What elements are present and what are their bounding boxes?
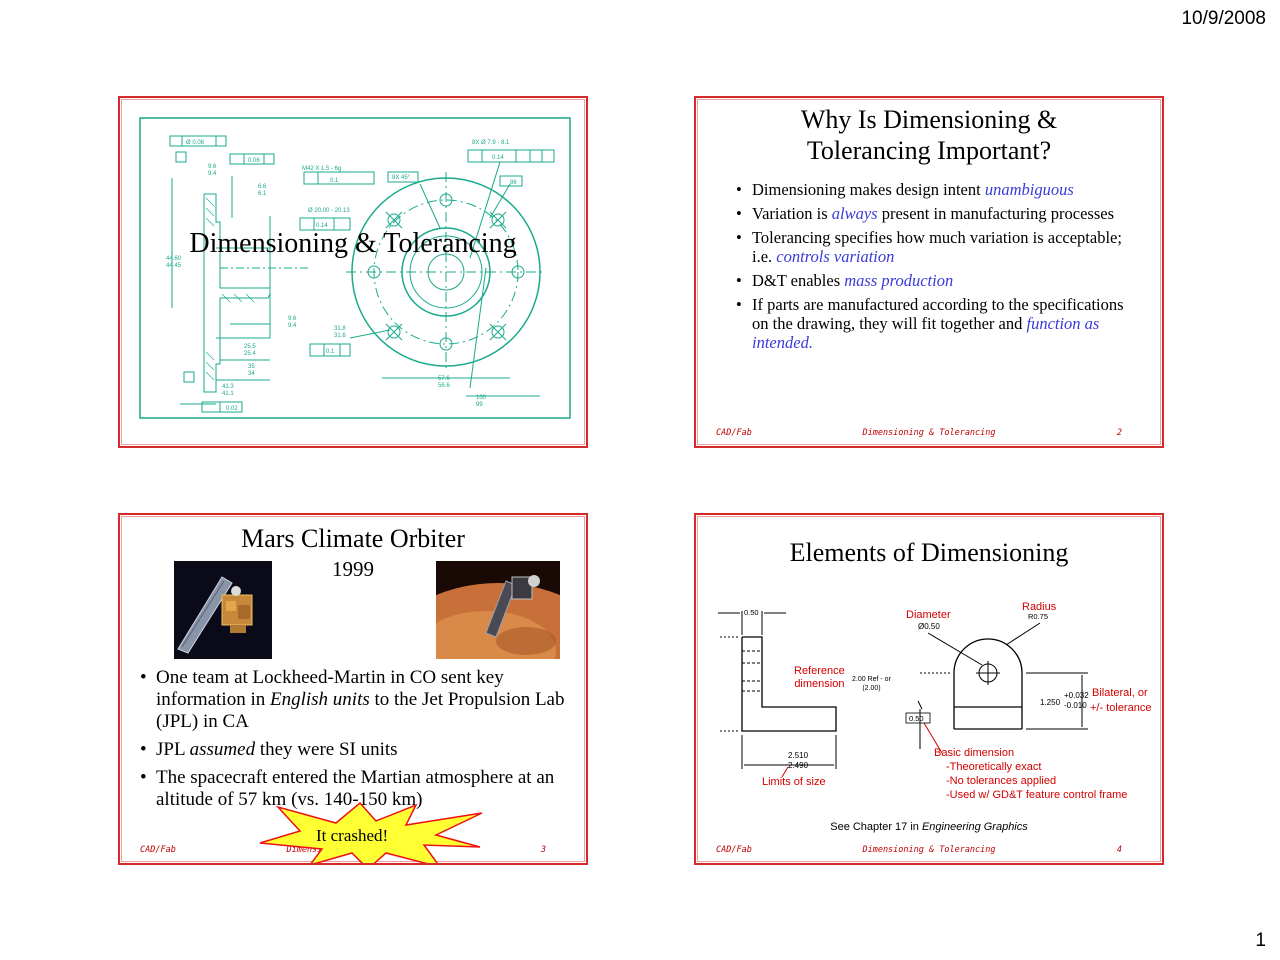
svg-text:100: 100: [476, 395, 487, 401]
svg-text:9.6: 9.6: [288, 316, 297, 322]
svg-text:0.14: 0.14: [492, 155, 504, 161]
svg-text:99: 99: [476, 402, 483, 408]
list-item: D&T enables mass production: [734, 271, 1134, 290]
svg-text:9.4: 9.4: [208, 171, 217, 177]
starburst-callout: [259, 801, 483, 863]
limits-label: Limits of size: [762, 776, 826, 788]
page-number: 1: [1255, 930, 1266, 951]
basic-box-value: 0.50: [909, 714, 924, 723]
technical-drawing: Ø 0.08 9.69.4 0.06 6.66.1 M42 X 1.5 - 6g…: [139, 117, 571, 419]
orbiter-photo-1: [174, 561, 272, 659]
svg-text:31.8: 31.8: [334, 326, 346, 332]
starburst-text: It crashed!: [316, 826, 389, 845]
slide-1-title: Dimensioning & Tolerancing: [189, 228, 517, 259]
orbiter-photo-2: [436, 561, 560, 659]
svg-text:31.6: 31.6: [334, 333, 346, 339]
slide-2: Why Is Dimensioning & Tolerancing Import…: [694, 96, 1164, 448]
see-chapter: See Chapter 17 in Engineering Graphics: [830, 821, 1028, 833]
list-item: The spacecraft entered the Martian atmos…: [138, 767, 568, 811]
list-item: Variation is always present in manufactu…: [734, 204, 1134, 223]
svg-text:M42 X 1.5 - 6g: M42 X 1.5 - 6g: [302, 166, 341, 172]
svg-text:6.1: 6.1: [258, 191, 267, 197]
svg-text:0.02: 0.02: [226, 406, 238, 412]
svg-text:34: 34: [248, 371, 255, 377]
slide-4-title: Elements of Dimensioning: [789, 538, 1069, 567]
list-item: Tolerancing specifies how much variation…: [734, 228, 1134, 266]
reference-value: 2.00 Ref - or(2.00): [852, 676, 891, 692]
diameter-label: Diameter: [906, 609, 951, 621]
dimension-drawing: [718, 611, 1088, 778]
list-item: Dimensioning makes design intent unambig…: [734, 180, 1134, 199]
slide-3-bullets: One team at Lockheed-Martin in CO sent k…: [138, 667, 568, 811]
list-item: One team at Lockheed-Martin in CO sent k…: [138, 667, 568, 733]
svg-text:6.6: 6.6: [258, 184, 267, 190]
svg-text:0.14: 0.14: [316, 223, 328, 229]
slide-3-title: Mars Climate Orbiter: [241, 524, 465, 553]
bilateral-label: Bilateral, or+/- tolerance: [1090, 687, 1152, 714]
svg-text:0.1: 0.1: [326, 349, 335, 355]
slide-2-title: Why Is Dimensioning & Tolerancing Import…: [800, 105, 1058, 165]
svg-text:Ø 0.08: Ø 0.08: [186, 140, 205, 146]
svg-text:41.3: 41.3: [222, 384, 234, 390]
diameter-value: Ø0.50: [918, 622, 940, 631]
svg-text:0.06: 0.06: [248, 158, 260, 164]
slide-3-year: 1999: [332, 557, 374, 581]
bilateral-tol: +0.032-0.010: [1064, 691, 1089, 710]
slide-4: Elements of Dimensioning: [694, 513, 1164, 865]
svg-text:Ø 20.00 - 20.13: Ø 20.00 - 20.13: [308, 208, 350, 214]
slide-2-bullets: Dimensioning makes design intent unambig…: [734, 180, 1134, 352]
svg-text:25.4: 25.4: [244, 351, 256, 357]
svg-text:57.6: 57.6: [438, 376, 450, 382]
svg-text:56.6: 56.6: [438, 383, 450, 389]
svg-text:0.1: 0.1: [330, 178, 339, 184]
bilateral-base: 1.250: [1040, 698, 1061, 707]
svg-text:44.60: 44.60: [166, 256, 182, 262]
radius-value: R0.75: [1028, 612, 1049, 621]
svg-text:44.45: 44.45: [166, 263, 182, 269]
svg-text:86: 86: [510, 180, 517, 186]
svg-text:35: 35: [248, 364, 255, 370]
svg-text:9.6: 9.6: [208, 164, 217, 170]
svg-text:9.4: 9.4: [288, 323, 297, 329]
print-date: 10/9/2008: [1181, 8, 1266, 29]
svg-text:25.5: 25.5: [244, 344, 256, 350]
svg-text:8X Ø 7.9 - 8.1: 8X Ø 7.9 - 8.1: [472, 140, 510, 146]
radius-label: Radius: [1022, 601, 1057, 613]
slide-3: Mars Climate Orbiter 1999 One team at Lo…: [118, 513, 588, 865]
svg-text:41.1: 41.1: [222, 391, 234, 397]
basic-label: Basic dimension -Theoretically exact -No…: [934, 747, 1128, 801]
dim-top-value: 0.50: [744, 608, 759, 617]
list-item: JPL assumed they were SI units: [138, 739, 568, 761]
svg-text:8X 45°: 8X 45°: [392, 175, 411, 181]
list-item: If parts are manufactured according to t…: [734, 295, 1134, 352]
